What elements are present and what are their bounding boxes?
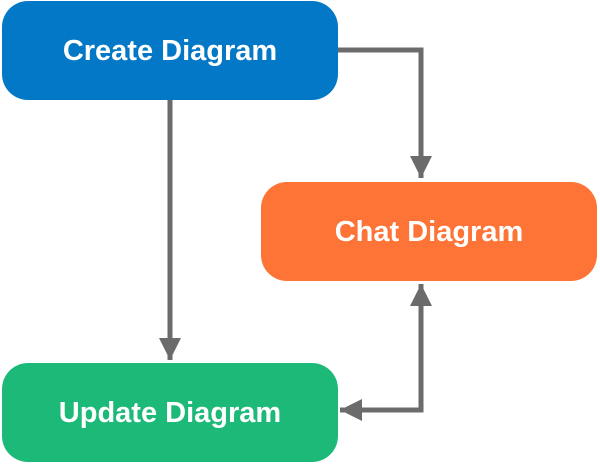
- node-chat-diagram-label: Chat Diagram: [335, 216, 524, 248]
- edge-create-to-chat: [338, 47, 433, 178]
- node-update-diagram[interactable]: Update Diagram: [2, 363, 338, 462]
- node-create-diagram[interactable]: Create Diagram: [2, 1, 338, 100]
- node-chat-diagram[interactable]: Chat Diagram: [261, 182, 597, 281]
- node-create-diagram-box: [2, 1, 338, 100]
- node-create-diagram-label: Create Diagram: [63, 35, 277, 67]
- node-chat-diagram-box: [261, 182, 597, 281]
- node-update-diagram-box: [2, 363, 338, 462]
- node-update-diagram-label: Update Diagram: [59, 397, 281, 429]
- edge-chat-update-bidirectional: [340, 284, 433, 422]
